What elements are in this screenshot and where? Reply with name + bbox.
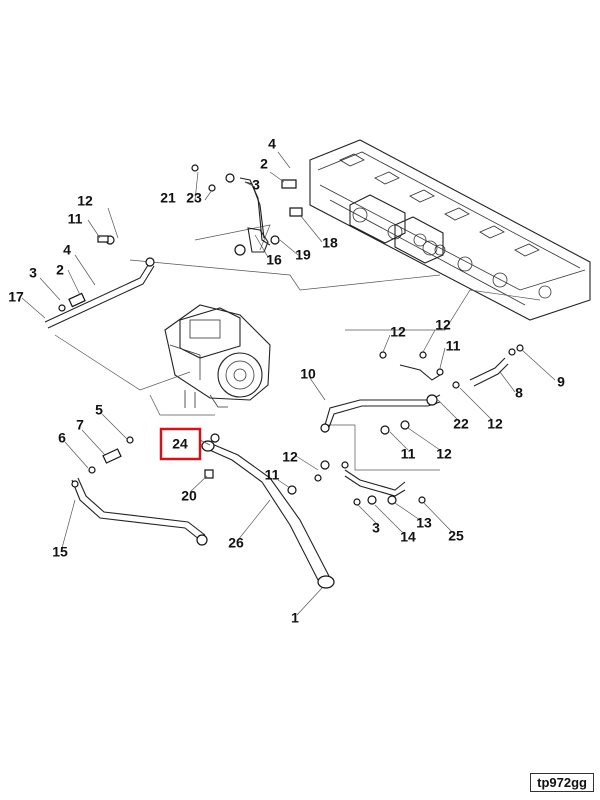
callout-c-12-r1[interactable]: 12 (390, 324, 406, 340)
callout-c-12-r3[interactable]: 12 (487, 416, 503, 432)
callout-c-12-mid2[interactable]: 12 (436, 446, 452, 462)
callout-c-26[interactable]: 26 (228, 535, 244, 551)
cylinder-head (309, 139, 591, 321)
reference-code: tp972gg (530, 773, 594, 792)
callout-c-11-r1[interactable]: 11 (446, 338, 461, 354)
callout-c-10[interactable]: 10 (300, 366, 316, 382)
turbocharger (164, 304, 271, 408)
callout-c-11-left[interactable]: 11 (68, 211, 83, 227)
callout-c-7[interactable]: 7 (76, 417, 84, 433)
callout-c-8[interactable]: 8 (515, 385, 523, 401)
callout-c-15[interactable]: 15 (52, 544, 68, 560)
callout-c-14[interactable]: 14 (400, 529, 416, 545)
leader-lines (21, 151, 556, 616)
callout-c-21[interactable]: 21 (160, 190, 176, 206)
callout-c-6[interactable]: 6 (58, 430, 66, 446)
callout-c-11-low[interactable]: 11 (265, 467, 280, 483)
callout-c-1[interactable]: 1 (291, 610, 299, 626)
callout-c-12-r2[interactable]: 12 (435, 317, 451, 333)
callout-c-17[interactable]: 17 (8, 289, 24, 305)
callout-c-9[interactable]: 9 (557, 374, 565, 390)
highlighted-callout-label: 24 (172, 436, 188, 452)
highlighted-callout[interactable]: 24 (159, 427, 202, 461)
callout-c-12-left[interactable]: 12 (77, 193, 93, 209)
callout-c-5[interactable]: 5 (95, 402, 103, 418)
callout-c-4-left[interactable]: 4 (63, 242, 71, 258)
callout-c-16[interactable]: 16 (266, 252, 282, 268)
callout-c-22[interactable]: 22 (453, 416, 469, 432)
callout-c-12-mid[interactable]: 12 (282, 449, 298, 465)
callout-c-19[interactable]: 19 (295, 247, 311, 263)
callout-c-3-top[interactable]: 3 (252, 177, 260, 193)
callout-c-3-low[interactable]: 3 (372, 520, 380, 536)
callout-c-13[interactable]: 13 (416, 515, 432, 531)
callout-c-2-top[interactable]: 2 (260, 156, 268, 172)
callout-c-2-left[interactable]: 2 (56, 262, 64, 278)
callout-c-11-mid[interactable]: 11 (401, 446, 416, 462)
callout-c-4-top[interactable]: 4 (268, 136, 276, 152)
callout-c-20[interactable]: 20 (181, 488, 197, 504)
reference-outlines (54, 224, 541, 471)
oil-lines (44, 164, 524, 589)
callout-c-25[interactable]: 25 (448, 528, 464, 544)
callout-c-18[interactable]: 18 (322, 235, 338, 251)
callout-c-23[interactable]: 23 (186, 190, 202, 206)
callout-c-3-left[interactable]: 3 (29, 265, 37, 281)
